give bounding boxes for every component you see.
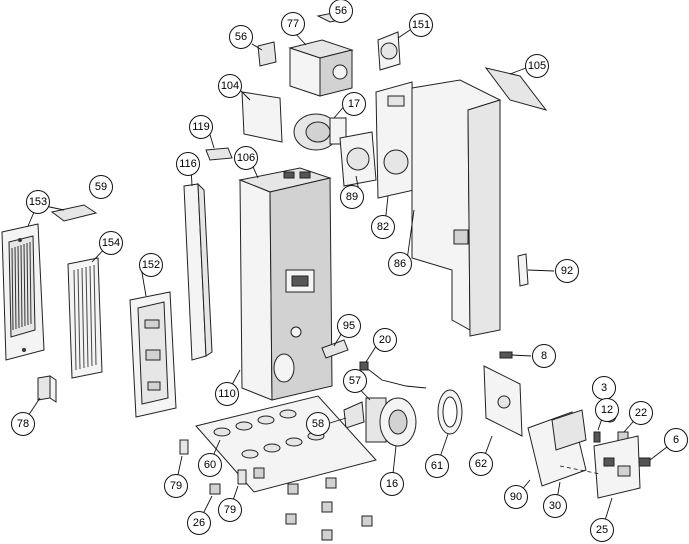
callout-62: 62 [469, 452, 493, 476]
housing-box-77 [288, 39, 354, 97]
callout-89: 89 [340, 185, 364, 209]
callout-79-right: 79 [218, 498, 242, 522]
blower-17 [293, 113, 347, 151]
callout-59: 59 [89, 175, 113, 199]
plate-58 [343, 401, 365, 429]
callout-56-top: 56 [329, 0, 353, 23]
gasket-56-left [257, 41, 277, 67]
callout-78: 78 [11, 412, 35, 436]
callout-82: 82 [371, 215, 395, 239]
callout-25: 25 [590, 518, 614, 542]
callout-3: 3 [592, 376, 616, 400]
callout-95: 95 [337, 314, 361, 338]
leveling-feet-26 [209, 467, 373, 541]
callout-92: 92 [555, 259, 579, 283]
callout-56-left: 56 [229, 25, 253, 49]
access-panel-152 [129, 291, 177, 418]
base-pan-60 [195, 395, 377, 493]
callout-119: 119 [189, 115, 213, 139]
callout-90: 90 [504, 485, 528, 509]
tube-95 [321, 339, 349, 359]
control-board-25 [593, 435, 641, 499]
callout-16: 16 [380, 472, 404, 496]
callout-104: 104 [218, 74, 242, 98]
bracket-92 [517, 253, 529, 287]
clip-119 [205, 147, 233, 161]
callout-116: 116 [176, 152, 200, 176]
callout-57: 57 [343, 369, 367, 393]
bracket-78 [37, 375, 57, 403]
vertical-channel-116 [183, 182, 213, 361]
callout-110: 110 [215, 382, 239, 406]
callout-154: 154 [99, 231, 123, 255]
mounting-plate-104 [241, 91, 283, 143]
inducer-assembly-16 [365, 397, 417, 447]
callout-8: 8 [532, 344, 556, 368]
cover-plate-59 [50, 204, 98, 222]
callout-58: 58 [306, 412, 330, 436]
callout-86: 86 [388, 252, 412, 276]
tall-panel-86 [411, 79, 502, 337]
callout-17: 17 [342, 92, 366, 116]
flange-151 [377, 31, 401, 71]
callout-20: 20 [373, 328, 397, 352]
back-panel-82 [375, 81, 415, 199]
front-grille-panel-153 [1, 223, 45, 361]
bracket-62 [483, 365, 523, 437]
callout-151: 151 [409, 13, 433, 37]
callout-6: 6 [664, 428, 688, 452]
callout-152: 152 [139, 253, 163, 277]
callout-26: 26 [187, 511, 211, 535]
spacer-79-right [237, 469, 247, 485]
callout-153: 153 [26, 190, 50, 214]
callout-106: 106 [234, 146, 258, 170]
callout-77: 77 [281, 12, 305, 36]
callout-61: 61 [425, 454, 449, 478]
gasket-ring-61 [437, 389, 463, 435]
gasket-plate-89 [339, 131, 377, 187]
cable-20 [359, 361, 427, 389]
callout-30: 30 [543, 494, 567, 518]
callout-60: 60 [198, 453, 222, 477]
control-bracket-90 [527, 409, 587, 487]
callout-12: 12 [595, 398, 619, 422]
main-cabinet-106 [238, 167, 333, 401]
spacer-79-left [179, 439, 189, 455]
rear-grille-154 [67, 257, 103, 379]
callout-79-left: 79 [164, 474, 188, 498]
top-plate-105 [484, 67, 548, 111]
callout-105: 105 [525, 54, 549, 78]
connector-8 [499, 351, 513, 359]
callout-22: 22 [629, 401, 653, 425]
